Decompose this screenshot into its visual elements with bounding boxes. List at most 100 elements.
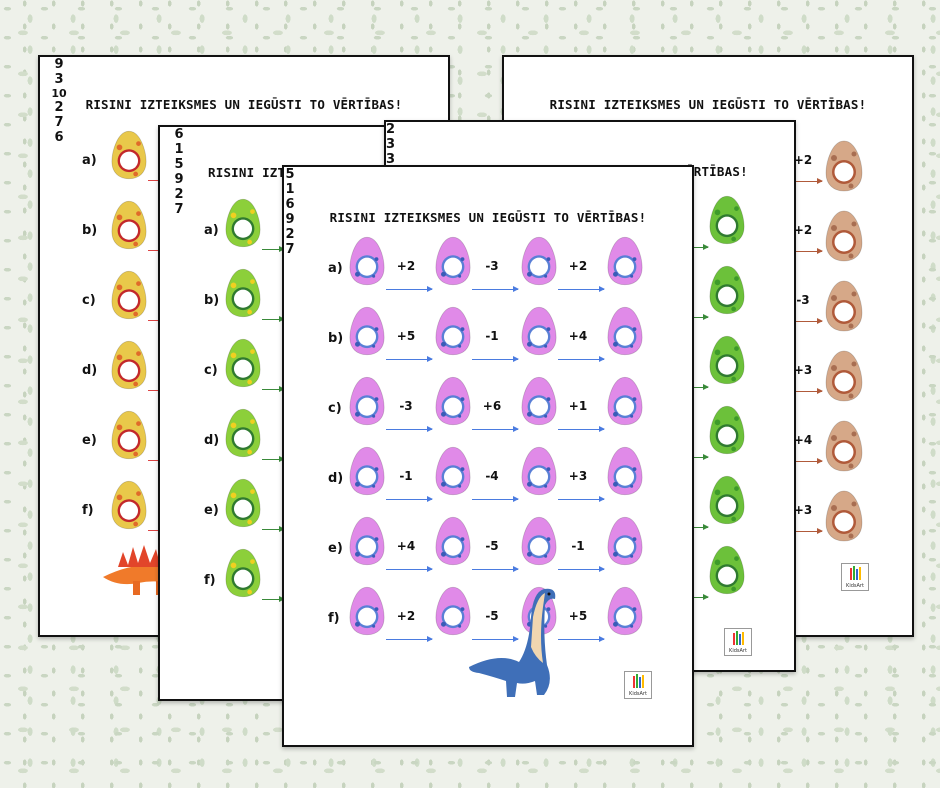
row-label: f) — [328, 611, 340, 626]
yellow-green-egg — [225, 338, 261, 388]
operation-label: +6 — [482, 399, 502, 413]
operation-label: +3 — [793, 503, 813, 517]
arrow — [558, 426, 605, 432]
row-label: d) — [204, 433, 220, 448]
green-egg — [709, 545, 745, 595]
row-label: c) — [204, 363, 218, 378]
brachiosaurus-illustration — [469, 588, 556, 697]
arrow — [386, 636, 433, 642]
arrow — [686, 594, 709, 600]
egg-start-number: 10 — [51, 87, 67, 100]
operation-label: -5 — [485, 539, 499, 553]
purple-egg — [435, 376, 471, 426]
arrow — [686, 244, 709, 250]
purple-egg — [607, 306, 643, 356]
operation-label: +2 — [793, 223, 813, 237]
arrow — [796, 458, 823, 464]
purple-egg — [607, 586, 643, 636]
operation-label: +2 — [568, 259, 588, 273]
egg-start-number: 9 — [174, 172, 184, 187]
purple-egg — [521, 236, 557, 286]
arrow — [472, 286, 519, 292]
row-label: b) — [82, 223, 98, 238]
arrow — [558, 566, 605, 572]
operation-label: -1 — [571, 539, 585, 553]
purple-egg — [607, 376, 643, 426]
operation-label: +2 — [396, 609, 416, 623]
row-label: b) — [204, 293, 220, 308]
yellow-green-egg — [225, 478, 261, 528]
operation-label: -3 — [796, 293, 810, 307]
egg-start-number: 1 — [174, 142, 184, 157]
arrow — [386, 356, 433, 362]
arrow — [558, 496, 605, 502]
brown-egg — [825, 280, 863, 332]
arrow — [262, 526, 285, 532]
arrow — [558, 356, 605, 362]
row-label: d) — [82, 363, 98, 378]
arrow — [796, 528, 823, 534]
red-yellow-egg — [111, 270, 147, 320]
egg-start-number: 7 — [54, 115, 64, 130]
egg-start-number: 6 — [174, 127, 184, 142]
arrow — [796, 248, 823, 254]
arrow — [472, 496, 519, 502]
egg-start-number: 7 — [285, 242, 295, 257]
red-yellow-egg — [111, 340, 147, 390]
arrow — [796, 388, 823, 394]
purple-egg — [435, 586, 471, 636]
operation-label: +1 — [568, 399, 588, 413]
yellow-green-egg — [225, 548, 261, 598]
green-egg — [709, 265, 745, 315]
egg-start-number: 2 — [54, 100, 64, 115]
row-label: f) — [204, 573, 216, 588]
operation-label-partial: 3 — [386, 152, 396, 167]
operation-label: -5 — [485, 609, 499, 623]
egg-start-number: 2 — [285, 227, 295, 242]
operation-label-partial: 3 — [386, 137, 396, 152]
arrow — [386, 286, 433, 292]
arrow — [262, 596, 285, 602]
kidsart-logo: KidsArt — [624, 671, 652, 699]
egg-start-number: 6 — [54, 130, 64, 145]
green-egg — [709, 405, 745, 455]
worksheet-title-tail: ĒRTĪBAS! — [686, 164, 748, 179]
red-yellow-egg — [111, 410, 147, 460]
arrow — [386, 426, 433, 432]
worksheet-title: RISINI IZTEIKSMES UN IEGŪSTI TO VĒRTĪBAS… — [329, 210, 647, 225]
row-label: e) — [328, 541, 343, 556]
green-egg — [709, 195, 745, 245]
egg-start-number: 2 — [174, 187, 184, 202]
arrow — [472, 426, 519, 432]
row-label: e) — [82, 433, 97, 448]
arrow — [262, 456, 285, 462]
egg-start-number: 1 — [285, 182, 295, 197]
purple-egg — [349, 586, 385, 636]
green-egg — [709, 335, 745, 385]
operation-label: +4 — [396, 539, 416, 553]
operation-label: -3 — [399, 399, 413, 413]
row-label: f) — [82, 503, 94, 518]
arrow — [472, 356, 519, 362]
red-yellow-egg — [111, 130, 147, 180]
red-yellow-egg — [111, 480, 147, 530]
operation-label: +5 — [396, 329, 416, 343]
red-yellow-egg — [111, 200, 147, 250]
row-label: a) — [82, 153, 97, 168]
row-label: a) — [328, 261, 343, 276]
purple-egg — [607, 446, 643, 496]
purple-egg — [607, 516, 643, 566]
yellow-green-egg — [225, 268, 261, 318]
purple-egg — [435, 516, 471, 566]
yellow-green-egg — [225, 408, 261, 458]
purple-egg — [435, 446, 471, 496]
purple-egg — [521, 516, 557, 566]
green-egg — [709, 475, 745, 525]
row-label: c) — [82, 293, 96, 308]
operation-label-partial: 2 — [386, 122, 396, 137]
row-label: e) — [204, 503, 219, 518]
arrow — [262, 246, 285, 252]
brown-egg — [825, 420, 863, 472]
operation-label: +2 — [793, 153, 813, 167]
brown-egg — [825, 140, 863, 192]
